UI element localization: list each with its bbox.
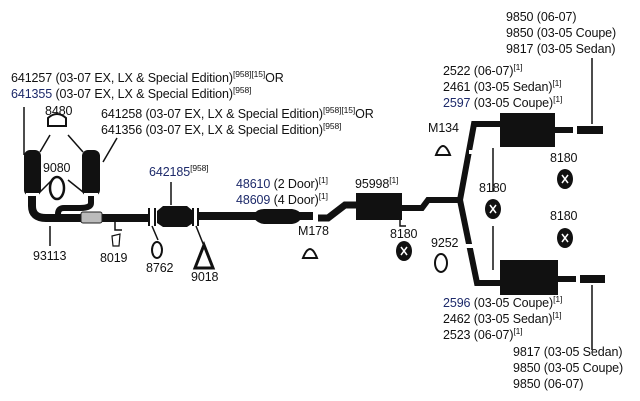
- part-label-641355[interactable]: 641355 (03-07 EX, LX & Special Edition)[…: [11, 85, 252, 102]
- part-desc: (4 Door): [270, 193, 319, 207]
- footnote: [1]: [389, 175, 399, 185]
- part-desc: (03-05 Sedan): [470, 80, 553, 94]
- part-label-93113[interactable]: 93113: [33, 249, 67, 263]
- footnote: [958][15]: [232, 69, 266, 79]
- part-label-2522[interactable]: 2522 (06-07)[1]: [443, 62, 523, 79]
- part-number: 48609: [236, 193, 271, 207]
- part-number: 641355: [11, 87, 53, 101]
- hanger-icons: [396, 169, 573, 261]
- catalytic-converter: [157, 206, 193, 227]
- gasket-8762-icon: [151, 241, 163, 259]
- part-label-641258[interactable]: 641258 (03-07 EX, LX & Special Edition)[…: [101, 105, 374, 122]
- pipe-breaks: [463, 150, 479, 248]
- footnote: [958]: [190, 163, 209, 173]
- resonator: [253, 209, 302, 224]
- footnote: [1]: [553, 94, 563, 104]
- part-label-tip-upper-2[interactable]: 9850 (03-05 Coupe): [506, 26, 617, 40]
- clamp-m134-icon: [434, 145, 452, 156]
- clamp-m178-icon: [301, 248, 319, 259]
- part-label-tip-upper-1[interactable]: 9850 (06-07): [506, 10, 577, 24]
- part-label-8762[interactable]: 8762: [146, 261, 174, 275]
- part-desc: (06-07): [470, 328, 514, 342]
- part-label-tip-lower-2[interactable]: 9850 (03-05 Coupe): [513, 361, 624, 375]
- lower-tailpipe-tip: [580, 275, 605, 283]
- flex-pipe: [80, 211, 103, 224]
- part-label-641356[interactable]: 641356 (03-07 EX, LX & Special Edition)[…: [101, 121, 342, 138]
- upper-muffler: [500, 113, 555, 147]
- part-label-9080[interactable]: 9080: [43, 161, 71, 175]
- footnote: [1]: [318, 191, 328, 201]
- part-label-2597[interactable]: 2597 (03-05 Coupe)[1]: [443, 94, 563, 111]
- gasket-8480-icon: [47, 113, 67, 127]
- footnote: [1]: [552, 78, 562, 88]
- part-number: 2462: [443, 312, 471, 326]
- part-label-8180-mid[interactable]: 8180: [390, 227, 418, 241]
- part-desc: (2 Door): [270, 177, 319, 191]
- footnote: [1]: [318, 175, 328, 185]
- part-label-8180-lower[interactable]: 8180: [550, 209, 578, 223]
- hanger-8019-icon: [111, 233, 121, 247]
- part-label-8480[interactable]: 8480: [45, 104, 73, 118]
- part-label-2523[interactable]: 2523 (06-07)[1]: [443, 326, 523, 343]
- part-desc: (03-07 EX, LX & Special Edition): [142, 123, 323, 137]
- part-number: 2461: [443, 80, 471, 94]
- part-label-m134[interactable]: M134: [428, 121, 459, 135]
- part-label-9252[interactable]: 9252: [431, 236, 459, 250]
- part-label-2461[interactable]: 2461 (03-05 Sedan)[1]: [443, 78, 562, 95]
- left-converter: [24, 150, 41, 196]
- part-label-48610[interactable]: 48610 (2 Door)[1]: [236, 175, 328, 192]
- part-label-8180-upper[interactable]: 8180: [550, 151, 578, 165]
- part-number: 642185: [149, 165, 191, 179]
- footnote: [1]: [513, 62, 523, 72]
- part-desc: (03-05 Sedan): [470, 312, 553, 326]
- part-label-2596[interactable]: 2596 (03-05 Coupe)[1]: [443, 294, 563, 311]
- part-label-95998[interactable]: 95998[1]: [355, 175, 399, 192]
- part-number: 641257: [11, 71, 53, 85]
- part-label-m178[interactable]: M178: [298, 224, 329, 238]
- part-desc: (03-05 Coupe): [470, 296, 554, 310]
- part-desc: (03-05 Coupe): [470, 96, 554, 110]
- part-desc: (03-07 EX, LX & Special Edition): [52, 87, 233, 101]
- part-label-8019[interactable]: 8019: [100, 251, 128, 265]
- part-label-8180-center[interactable]: 8180: [479, 181, 507, 195]
- part-number: 641258: [101, 107, 143, 121]
- part-label-9018[interactable]: 9018: [191, 270, 219, 284]
- part-number: 95998: [355, 177, 390, 191]
- or-text: OR: [265, 71, 284, 85]
- part-label-tip-upper-3[interactable]: 9817 (03-05 Sedan): [506, 42, 616, 56]
- leader-lines: [23, 58, 593, 350]
- footnote: [1]: [552, 310, 562, 320]
- center-muffler: [356, 193, 402, 220]
- footnote: [1]: [553, 294, 563, 304]
- part-label-tip-lower-1[interactable]: 9817 (03-05 Sedan): [513, 345, 623, 359]
- ring-9252-icon: [434, 253, 448, 273]
- part-number: 2523: [443, 328, 471, 342]
- part-desc: (06-07): [470, 64, 514, 78]
- part-label-tip-lower-3[interactable]: 9850 (06-07): [513, 377, 584, 391]
- part-desc: (03-07 EX, LX & Special Edition): [142, 107, 323, 121]
- part-label-48609[interactable]: 48609 (4 Door)[1]: [236, 191, 328, 208]
- part-number: 2522: [443, 64, 471, 78]
- part-number: 48610: [236, 177, 271, 191]
- part-label-2462[interactable]: 2462 (03-05 Sedan)[1]: [443, 310, 562, 327]
- part-number: 2596: [443, 296, 471, 310]
- part-label-642185[interactable]: 642185[958]: [149, 163, 209, 180]
- right-converter: [82, 150, 100, 196]
- part-label-641257[interactable]: 641257 (03-07 EX, LX & Special Edition)[…: [11, 69, 284, 86]
- pipes: [28, 121, 576, 286]
- gasket-9080-icon: [48, 175, 66, 201]
- upper-tailpipe-tip: [577, 126, 603, 134]
- footnote: [958]: [232, 85, 252, 95]
- lower-muffler: [500, 260, 558, 295]
- or-text: OR: [355, 107, 374, 121]
- footnote: [958]: [322, 121, 342, 131]
- footnote: [1]: [513, 326, 523, 336]
- part-number: 2597: [443, 96, 471, 110]
- part-number: 641356: [101, 123, 143, 137]
- part-desc: (03-07 EX, LX & Special Edition): [52, 71, 233, 85]
- gasket-9018-icon: [192, 240, 216, 270]
- manifold-converters: [24, 150, 100, 196]
- footnote: [958][15]: [322, 105, 356, 115]
